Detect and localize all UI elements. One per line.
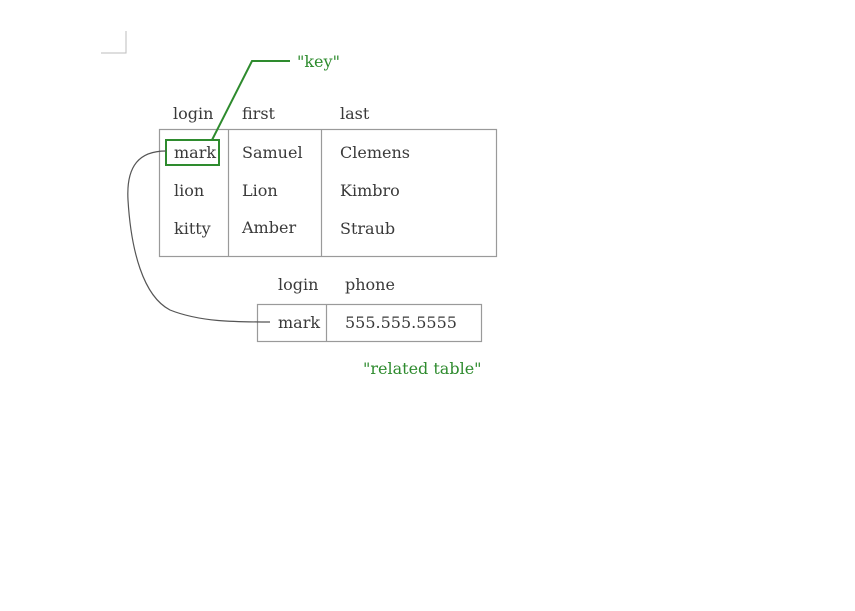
main-cell-login: lion — [174, 181, 205, 200]
related-table-annotation: "related table" — [363, 359, 482, 378]
main-cell-first: Lion — [242, 181, 278, 200]
relation-connector-curve — [127, 150, 271, 323]
related-table-border — [256, 303, 483, 343]
key-leader-line — [211, 60, 290, 141]
main-header-first: first — [242, 104, 275, 123]
main-cell-login: mark — [174, 143, 217, 162]
main-cell-last: Kimbro — [340, 181, 400, 200]
main-header-last: last — [340, 104, 370, 123]
main-table-border — [158, 128, 498, 258]
key-annotation: "key" — [297, 52, 340, 71]
related-cell-phone: 555.555.5555 — [345, 313, 457, 332]
key-highlight-box — [165, 139, 220, 166]
main-cell-last: Straub — [340, 219, 396, 238]
main-cell-first: Samuel — [242, 143, 303, 162]
main-header-login: login — [173, 104, 214, 123]
page-corner-mark — [101, 31, 127, 54]
main-cell-first: Amber — [242, 218, 297, 237]
related-header-phone: phone — [345, 275, 395, 294]
main-cell-last: Clemens — [340, 143, 410, 162]
main-cell-login: kitty — [174, 219, 211, 238]
related-cell-login: mark — [278, 313, 321, 332]
related-header-login: login — [278, 275, 319, 294]
